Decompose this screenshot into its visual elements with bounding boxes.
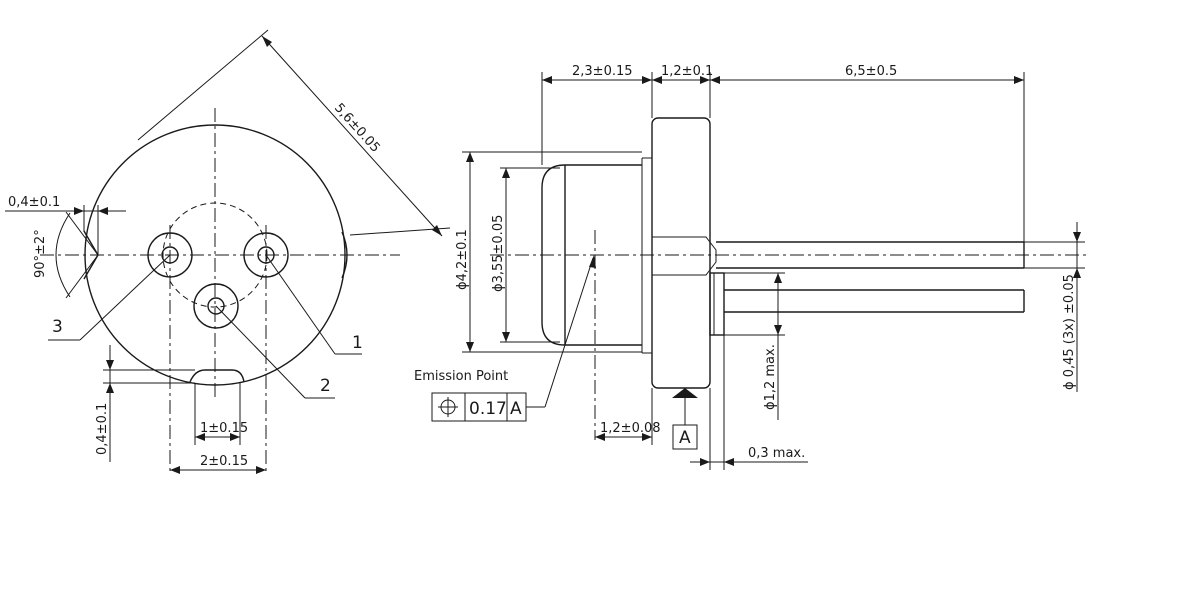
sd-a1 xyxy=(774,273,782,283)
pin-1-label: 1 xyxy=(352,333,363,353)
a4 xyxy=(700,76,710,84)
diag-dim-text: 5,6±0.05 xyxy=(331,101,383,156)
flange-boss xyxy=(652,236,717,276)
datum-triangle xyxy=(672,388,698,398)
datum-label: A xyxy=(679,428,691,448)
ed-a2 xyxy=(642,433,652,441)
flange xyxy=(651,117,711,389)
flat-arrow1 xyxy=(106,360,114,370)
slot-arrow2 xyxy=(230,433,240,441)
diag-ext-1 xyxy=(137,29,269,141)
flange-diameter-text: ϕ4,2±0.1 xyxy=(455,229,470,290)
ed-a1 xyxy=(595,433,605,441)
diag-arrow-2 xyxy=(432,225,442,236)
leader-1 xyxy=(265,254,336,355)
slot-dim-text: 1±0.15 xyxy=(200,421,248,436)
angle-leg2 xyxy=(65,254,99,299)
sd-a2 xyxy=(774,325,782,335)
notch-w-text: 0,4±0.1 xyxy=(8,195,60,210)
slot-arrow1 xyxy=(195,433,205,441)
emission-depth-text: 1,2±0.08 xyxy=(600,421,661,436)
stub-offset-text: 0,3 max. xyxy=(748,446,805,461)
lead-stub xyxy=(709,272,725,336)
spacing-arrow2 xyxy=(256,466,266,474)
a1 xyxy=(542,76,552,84)
om-a2 xyxy=(724,458,734,466)
notch-w-arrow2 xyxy=(98,207,108,215)
a2 xyxy=(642,76,652,84)
flange-thickness-text: 1,2±0.1 xyxy=(661,64,713,79)
a3 xyxy=(652,76,662,84)
fd-a1 xyxy=(466,152,474,162)
a6 xyxy=(1014,76,1024,84)
pin-2-outer xyxy=(193,283,239,329)
fd-a2 xyxy=(466,342,474,352)
cd-a1 xyxy=(502,168,510,178)
angle-arc xyxy=(55,212,71,298)
flat-arrow2 xyxy=(106,383,114,393)
notch-w-arrow1 xyxy=(74,207,84,215)
spacing-dim-text: 2±0.15 xyxy=(200,454,248,469)
emission-label: Emission Point xyxy=(414,369,508,384)
pin-2-inner xyxy=(207,297,225,315)
front-view: 5,6±0.05 0,4±0.1 90°±2° 3 1 2 0,4±0.1 xyxy=(5,29,451,475)
tolerance-datum: A xyxy=(510,399,522,419)
pin-3-label: 3 xyxy=(52,317,63,337)
datum-box xyxy=(672,424,698,450)
diag-arrow-1 xyxy=(262,36,272,47)
leader-2 xyxy=(215,305,306,399)
tolerance-value: 0.17 xyxy=(469,399,507,419)
cap-length-text: 2,3±0.15 xyxy=(572,64,633,79)
flat-dim-text: 0,4±0.1 xyxy=(95,403,110,455)
om-a1 xyxy=(700,458,710,466)
emission-leader xyxy=(544,257,594,408)
lead-diameter-text: ϕ 0,45 (3x) ±0.05 xyxy=(1062,274,1077,390)
angle-leg1 xyxy=(65,211,99,256)
pin-2-label: 2 xyxy=(320,376,331,396)
ld-a2 xyxy=(1073,268,1081,278)
bottom-slot xyxy=(189,369,245,383)
diag-dim-line xyxy=(261,35,443,237)
angle-text: 90°±2° xyxy=(33,229,48,278)
a5 xyxy=(710,76,720,84)
ld-a1 xyxy=(1073,232,1081,242)
cd-a2 xyxy=(502,332,510,342)
emission-arrow xyxy=(589,255,596,268)
spacing-arrow1 xyxy=(170,466,180,474)
cap-diameter-text: ϕ3,55±0.05 xyxy=(491,215,506,292)
stub-diameter-text: ϕ1,2 max. xyxy=(763,344,778,410)
side-view: 2,3±0.15 1,2±0.1 6,5±0.5 ϕ4,2±0.1 ϕ3,55±… xyxy=(414,64,1090,470)
lead-length-text: 6,5±0.5 xyxy=(845,64,897,79)
leader-3 xyxy=(79,254,171,341)
